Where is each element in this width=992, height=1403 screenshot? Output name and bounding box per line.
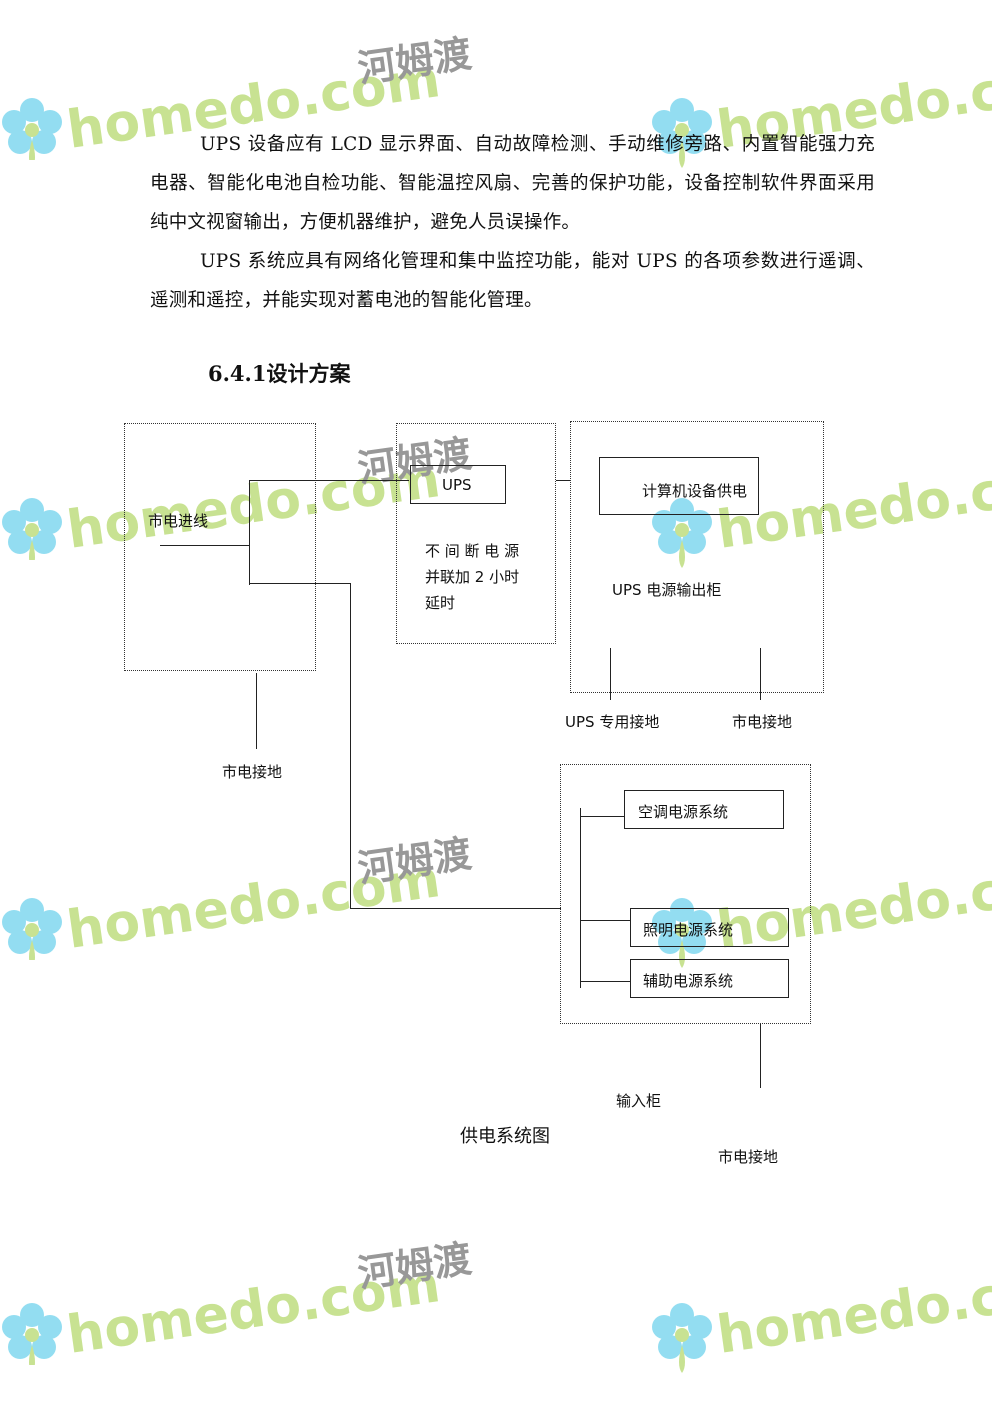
connector-line [350, 583, 351, 908]
homedo-logo-icon: homedo.com 河姆渡 [2, 1236, 474, 1373]
ac-power-block [624, 790, 784, 829]
ups-box [396, 423, 556, 644]
homedo-logo-icon: homedo.com 河姆渡 [2, 831, 474, 968]
ups-block [410, 465, 506, 504]
watermark-5: homedo.com 河姆渡 [0, 820, 480, 968]
section-heading: 6.4.1设计方案 [208, 361, 351, 386]
lighting-power-label: 照明电源系统 [643, 921, 734, 939]
ups-output-cabinet-box [570, 421, 824, 693]
connector-line [580, 808, 581, 988]
paragraph-ups-management: UPS 系统应具有网络化管理和集中监控功能，能对 UPS 的各项参数进行遥调、遥… [150, 251, 875, 311]
connector-line [580, 981, 630, 982]
ground-line [760, 648, 761, 700]
input-cabinet-box [560, 764, 811, 1024]
watermark-latin: homedo.com [713, 1254, 992, 1366]
watermark-latin: homedo.com [63, 1254, 443, 1365]
mains-in-label: 市电进线 [148, 512, 209, 530]
connector-line [249, 583, 350, 584]
ups-label: UPS [442, 476, 472, 494]
ups-desc-line2: 并联加 2 小时 [425, 568, 520, 586]
connector-line [580, 920, 630, 921]
ground-line [256, 673, 257, 749]
ground-line [760, 1024, 761, 1088]
connector-line [160, 545, 250, 546]
diagram-caption: 供电系统图 [460, 1126, 550, 1147]
input-cabinet-label: 输入柜 [616, 1092, 662, 1110]
watermark-8: homedo.com [650, 1235, 992, 1379]
watermark-chinese: 河姆渡 [355, 1236, 474, 1295]
lighting-power-block [630, 908, 789, 947]
mains-ground-right-label: 市电接地 [732, 713, 793, 731]
ups-desc-line1: 不 间 断 电 源 [425, 542, 520, 560]
ups-ground-label: UPS 专用接地 [565, 713, 660, 731]
mains-ground-bottom-label: 市电接地 [718, 1148, 779, 1166]
connector-line [556, 480, 571, 481]
watermark-latin: homedo.com [63, 849, 443, 960]
paragraph-ups-features: UPS 设备应有 LCD 显示界面、自动故障检测、手动维修旁路、内置智能强力充电… [150, 134, 875, 233]
computer-supply-block [599, 457, 759, 515]
watermark-chinese: 河姆渡 [355, 831, 474, 890]
homedo-logo-icon: homedo.com [652, 1254, 992, 1373]
mains-in-box [124, 423, 316, 671]
ups-desc-line3: 延时 [425, 594, 456, 612]
computer-supply-label: 计算机设备供电 [642, 482, 748, 500]
ups-output-cabinet-label: UPS 电源输出柜 [612, 581, 722, 599]
connector-line [249, 480, 250, 585]
aux-power-label: 辅助电源系统 [643, 972, 734, 990]
ac-power-label: 空调电源系统 [638, 803, 729, 821]
watermark-chinese: 河姆渡 [355, 31, 474, 90]
aux-power-block [630, 959, 789, 998]
watermark-7: homedo.com 河姆渡 [0, 1225, 480, 1373]
mains-ground-left-label: 市电接地 [222, 763, 283, 781]
connector-line [350, 908, 561, 909]
connector-line [580, 816, 624, 817]
connector-line [249, 480, 409, 481]
ground-line [610, 648, 611, 700]
